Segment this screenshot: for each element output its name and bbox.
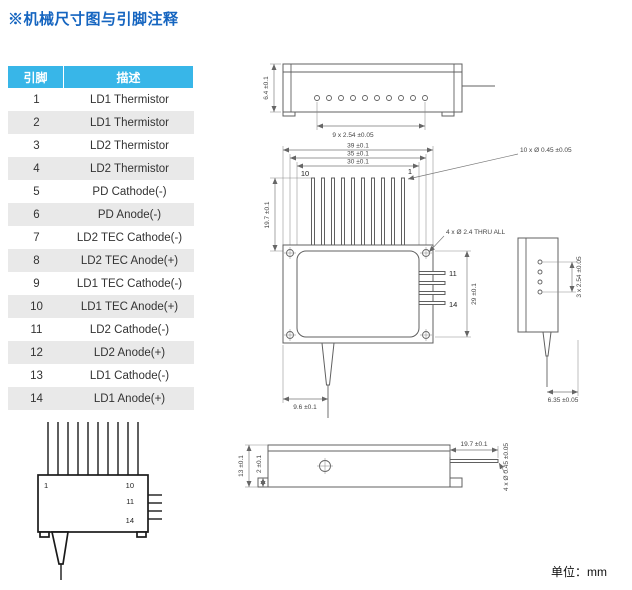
pin-description: LD2 TEC Cathode(-) (76, 231, 183, 244)
pin-description: PD Anode(-) (97, 208, 162, 221)
dim-header-height: 6.4 ±0.1 (263, 76, 270, 100)
pin-number: 11 (30, 323, 43, 336)
unit-label: 单位：mm (551, 565, 607, 579)
pin-table-header: 引脚 描述 (8, 66, 194, 88)
dim-front-height: 13 ±0.1 (238, 455, 245, 477)
pin-description: LD2 TEC Anode(+) (80, 254, 179, 267)
note-top-pin-diameter: 10 x Ø 0.45 ±0.05 (520, 147, 572, 154)
dim-width-35: 35 ±0.1 (347, 151, 369, 158)
diagram-pin-label-1: 1 (44, 481, 48, 490)
pin-numbering-diagram: 1 10 11 14 (37, 422, 162, 580)
table-row: 14 LD1 Anode(+) (8, 387, 194, 410)
mechanical-drawings: 6.4 ±0.1 9 x 2.54 ±0.05 39 ±0.1 35 ±0.1 … (238, 63, 583, 491)
pin-description: LD2 Cathode(-) (89, 323, 170, 336)
pin-description: LD1 Cathode(-) (89, 369, 170, 382)
pin-number: 12 (30, 346, 43, 359)
pin-description: LD1 Anode(+) (93, 392, 166, 405)
pin-description: LD1 TEC Cathode(-) (76, 277, 183, 290)
table-row: 10 LD1 TEC Anode(+) (8, 295, 194, 318)
table-row: 9 LD1 TEC Cathode(-) (8, 272, 194, 295)
dim-side-pin-pitch: 3 x 2.54 ±0.05 (576, 256, 583, 298)
table-row: 11 LD2 Cathode(-) (8, 318, 194, 341)
pin-number: 8 (33, 254, 40, 267)
diagram-pin-label-11: 11 (126, 497, 134, 506)
page-title: ※机械尺寸图与引脚注释 (8, 11, 179, 28)
dim-body-height: 29 ±0.1 (471, 283, 478, 305)
pin-number: 4 (33, 162, 40, 175)
pin-number: 14 (30, 392, 43, 405)
pin-number: 13 (30, 369, 43, 382)
pin-number: 5 (33, 185, 40, 198)
diagram-pin-label-14: 14 (126, 516, 134, 525)
note-mounting-holes: 4 x Ø 2.4 THRU ALL (446, 229, 506, 236)
table-row: 12 LD2 Anode(+) (8, 341, 194, 364)
drawing-side-view: 3 x 2.54 ±0.05 6.35 ±0.05 (517, 237, 583, 404)
pin-label-1: 1 (408, 167, 412, 176)
table-row: 1 LD1 Thermistor (8, 88, 194, 111)
table-row: 3 LD2 Thermistor (8, 134, 194, 157)
drawing-front-view: 19.7 ±0.1 4 x Ø 0.45 ±0.05 13 ±0.1 2 ±0.… (238, 441, 510, 491)
pin-number: 9 (33, 277, 40, 290)
table-row: 6 PD Anode(-) (8, 203, 194, 226)
pin-number: 1 (33, 93, 40, 106)
table-row: 4 LD2 Thermistor (8, 157, 194, 180)
dim-fiber-side-offset: 6.35 ±0.05 (548, 397, 579, 404)
pin-description: LD2 Anode(+) (93, 346, 166, 359)
pin-description: LD1 Thermistor (89, 93, 170, 106)
table-row: 5 PD Cathode(-) (8, 180, 194, 203)
pin-label-10: 10 (301, 169, 309, 178)
pin-number: 6 (33, 208, 40, 221)
diagram-pin-label-10: 10 (126, 481, 134, 490)
pin-description: LD2 Thermistor (89, 139, 170, 152)
dim-base-thickness: 2 ±0.1 (256, 455, 263, 473)
table-row: 8 LD2 TEC Anode(+) (8, 249, 194, 272)
table-row: 7 LD2 TEC Cathode(-) (8, 226, 194, 249)
pin-description: LD1 Thermistor (89, 116, 170, 129)
pin-diagram-outline (37, 422, 162, 580)
table-row: 13 LD1 Cathode(-) (8, 364, 194, 387)
pin-number: 3 (33, 139, 40, 152)
dim-pin-pitch: 9 x 2.54 ±0.05 (332, 132, 374, 139)
pin-number: 2 (33, 116, 40, 129)
pin-label-11: 11 (449, 269, 457, 278)
pin-number: 10 (30, 300, 43, 313)
pin-label-14: 14 (449, 300, 457, 309)
pin-number: 7 (33, 231, 40, 244)
table-row: 2 LD1 Thermistor (8, 111, 194, 134)
note-side-pin-diameter: 4 x Ø 0.45 ±0.05 (503, 443, 510, 491)
dim-pin-length: 19.7 ±0.1 (264, 201, 271, 228)
pin-description: LD2 Thermistor (89, 162, 170, 175)
pin-description: LD1 TEC Anode(+) (80, 300, 179, 313)
drawing-main-top-view: 39 ±0.1 35 ±0.1 30 ±0.1 10 x Ø 0.45 ±0.0… (264, 143, 572, 418)
pin-table-header-pin: 引脚 (8, 66, 64, 88)
dim-width-30: 30 ±0.1 (347, 159, 369, 166)
dim-width-39: 39 ±0.1 (347, 143, 369, 150)
drawing-pin-header-view: 6.4 ±0.1 9 x 2.54 ±0.05 (263, 63, 495, 139)
pin-table-header-desc: 描述 (64, 66, 193, 88)
pin-description: PD Cathode(-) (92, 185, 167, 198)
dim-front-pin-length: 19.7 ±0.1 (460, 441, 487, 448)
dim-fiber-offset: 9.6 ±0.1 (293, 404, 317, 411)
